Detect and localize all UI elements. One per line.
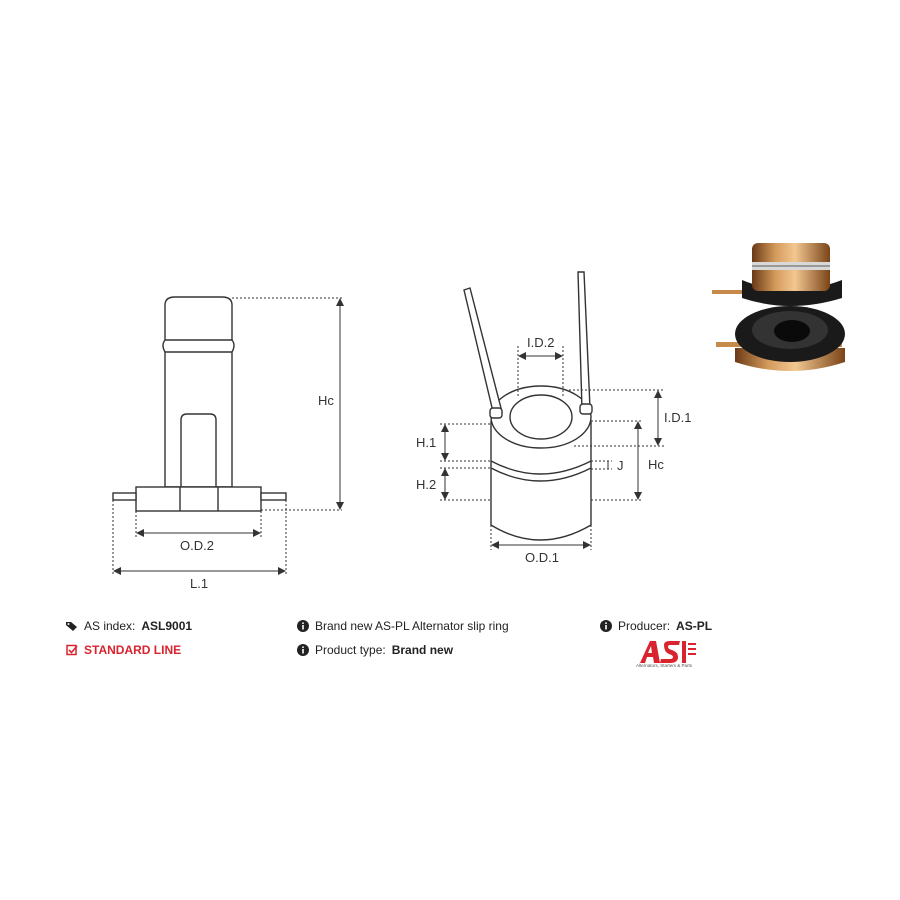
as-index-row: AS index: ASL9001 <box>66 619 192 633</box>
label-l1: L.1 <box>190 576 208 591</box>
info-icon <box>297 620 309 632</box>
product-type-row: Product type: Brand new <box>297 643 453 657</box>
tags-icon <box>66 622 77 631</box>
product-type-value: Brand new <box>391 643 454 657</box>
side-view-dimensions <box>112 297 344 576</box>
check-square-icon <box>66 644 78 656</box>
product-photo <box>712 243 845 371</box>
producer-value: AS-PL <box>676 619 713 633</box>
producer-label: Producer: <box>618 619 671 633</box>
description-row: Brand new AS-PL Alternator slip ring <box>297 619 509 633</box>
label-hc-left: Hc <box>318 393 334 408</box>
description-text: Brand new AS-PL Alternator slip ring <box>315 619 509 633</box>
ring-view-drawing <box>463 271 593 541</box>
standard-line-row: STANDARD LINE <box>66 643 181 657</box>
info-icon <box>600 620 612 632</box>
as-pl-logo <box>640 641 696 663</box>
label-j: J <box>617 458 624 473</box>
product-type-label: Product type: <box>315 643 386 657</box>
label-od1: O.D.1 <box>525 550 559 565</box>
label-hc-right: Hc <box>648 457 664 472</box>
producer-row: Producer: AS-PL <box>600 619 712 633</box>
logo-tagline: Alternators, Starters & Parts <box>636 663 693 668</box>
side-view-drawing <box>112 296 287 512</box>
label-h1: H.1 <box>416 435 436 450</box>
as-index-value: ASL9001 <box>141 619 193 633</box>
standard-line-label: STANDARD LINE <box>84 643 182 657</box>
label-id2: I.D.2 <box>527 335 554 350</box>
label-id1: I.D.1 <box>664 410 691 425</box>
label-h2: H.2 <box>416 477 436 492</box>
as-index-label: AS index: <box>84 619 136 633</box>
label-od2: O.D.2 <box>180 538 214 553</box>
info-icon <box>297 644 309 656</box>
ring-view-dimensions <box>440 346 664 550</box>
